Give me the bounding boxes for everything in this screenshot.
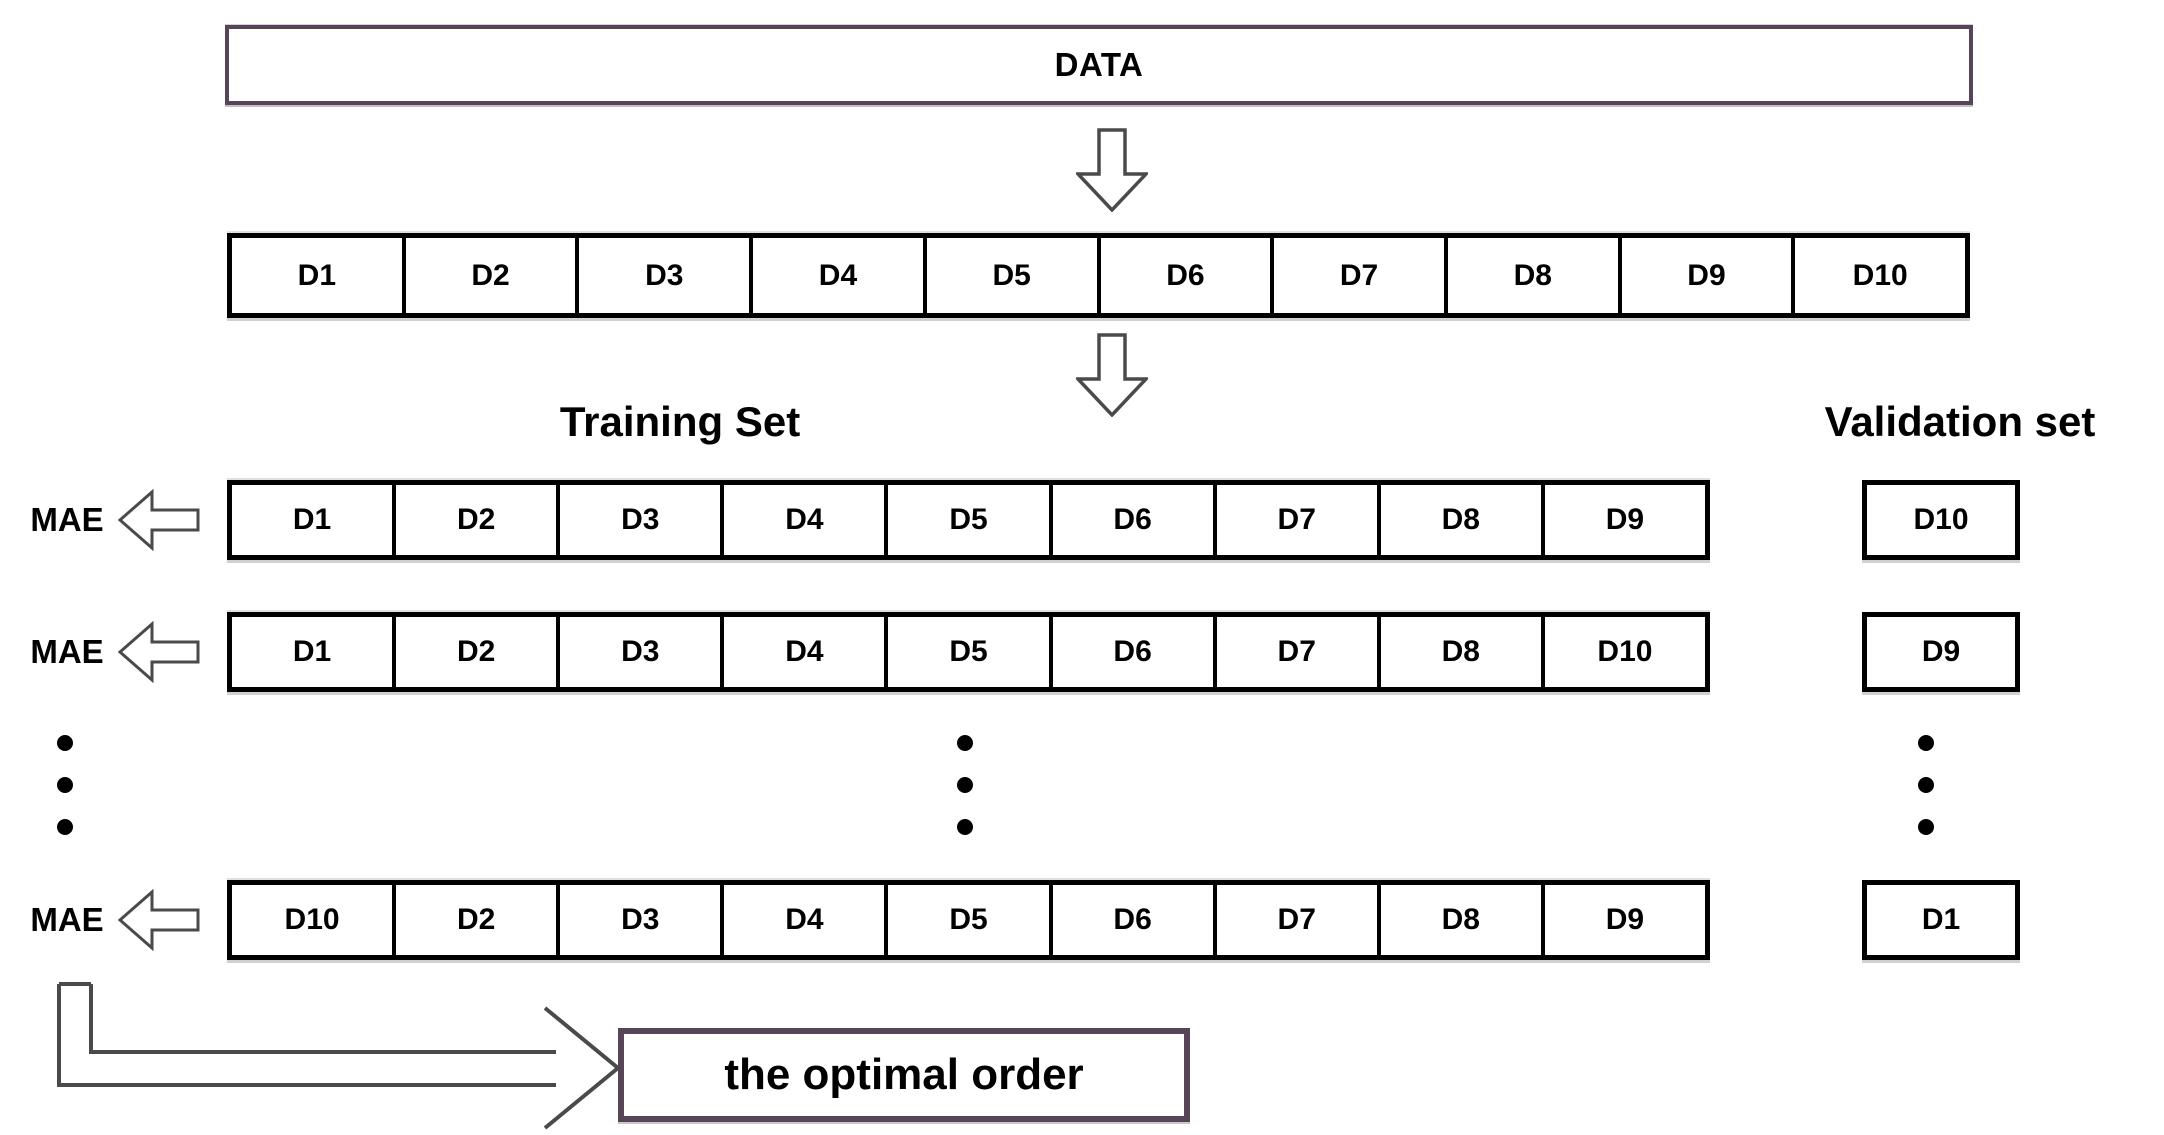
data-segment-cell: D3: [575, 238, 749, 313]
training-cell: D3: [556, 617, 720, 687]
ellipsis-dot: [57, 777, 73, 793]
data-segment-cell: D8: [1443, 238, 1618, 313]
ellipsis-dot: [57, 735, 73, 751]
data-segment-cell: D9: [1617, 238, 1792, 313]
training-cell: D5: [884, 485, 1048, 555]
training-cell: D10: [1540, 617, 1705, 687]
training-cell: D8: [1376, 617, 1541, 687]
training-cell: D4: [720, 885, 884, 955]
training-cell: D7: [1212, 885, 1377, 955]
training-cell: D4: [720, 617, 884, 687]
data-box: DATA: [225, 25, 1973, 105]
left-arrow-icon: [118, 889, 200, 951]
training-cell: D2: [392, 485, 556, 555]
data-segment-cell: D1: [297, 258, 337, 292]
validation-set-heading: Validation set: [1824, 398, 2096, 445]
training-cell: D5: [884, 885, 1048, 955]
ellipsis-dot: [1918, 735, 1934, 751]
ellipsis-dots: [57, 735, 73, 835]
down-arrow-icon: [1076, 128, 1148, 212]
training-cell: D2: [392, 617, 556, 687]
data-segment-cell: D5: [922, 238, 1097, 313]
bent-arrow-icon: [57, 982, 622, 1130]
ellipsis-dot: [1918, 819, 1934, 835]
data-segment-cell: D4: [749, 238, 923, 313]
training-cell: D3: [556, 485, 720, 555]
training-cell: D6: [1048, 885, 1213, 955]
data-segment-cell: D7: [1270, 238, 1444, 313]
training-cell: D8: [1376, 885, 1541, 955]
mae-label: MAE: [30, 501, 104, 538]
ellipsis-dot: [57, 819, 73, 835]
training-cell: D1: [292, 503, 332, 536]
training-cell: D4: [720, 485, 884, 555]
training-cell: D6: [1048, 485, 1213, 555]
mae-label: MAE: [30, 633, 104, 670]
ellipsis-dots: [957, 735, 973, 835]
ellipsis-dot: [1918, 777, 1934, 793]
training-cell: D10: [284, 903, 340, 936]
left-arrow-icon: [118, 489, 200, 551]
data-segment-cell: D6: [1096, 238, 1271, 313]
data-box-label: DATA: [1054, 46, 1144, 83]
data-segment-cell: D2: [401, 238, 576, 313]
training-cell: D5: [884, 617, 1048, 687]
ellipsis-dot: [957, 819, 973, 835]
training-cell: D7: [1212, 485, 1377, 555]
mae-label: MAE: [30, 901, 104, 938]
data-segment-cell: D10: [1791, 238, 1965, 313]
training-cell: D9: [1540, 485, 1705, 555]
validation-box: D9: [1862, 612, 2020, 692]
optimal-order-box: the optimal order: [618, 1028, 1190, 1122]
ellipsis-dots: [1918, 735, 1934, 835]
training-cell: D2: [392, 885, 556, 955]
training-cell: D3: [556, 885, 720, 955]
training-cell: D1: [292, 635, 332, 668]
training-cell: D7: [1212, 617, 1377, 687]
training-cell: D8: [1376, 485, 1541, 555]
ellipsis-dot: [957, 735, 973, 751]
left-arrow-icon: [118, 621, 200, 683]
down-arrow-icon: [1076, 333, 1148, 417]
training-cell: D6: [1048, 617, 1213, 687]
validation-box: D1: [1862, 880, 2020, 960]
optimal-order-label: the optimal order: [724, 1050, 1084, 1099]
ellipsis-dot: [957, 777, 973, 793]
training-set-heading: Training Set: [559, 398, 801, 445]
validation-box: D10: [1862, 480, 2020, 560]
training-cell: D9: [1540, 885, 1705, 955]
